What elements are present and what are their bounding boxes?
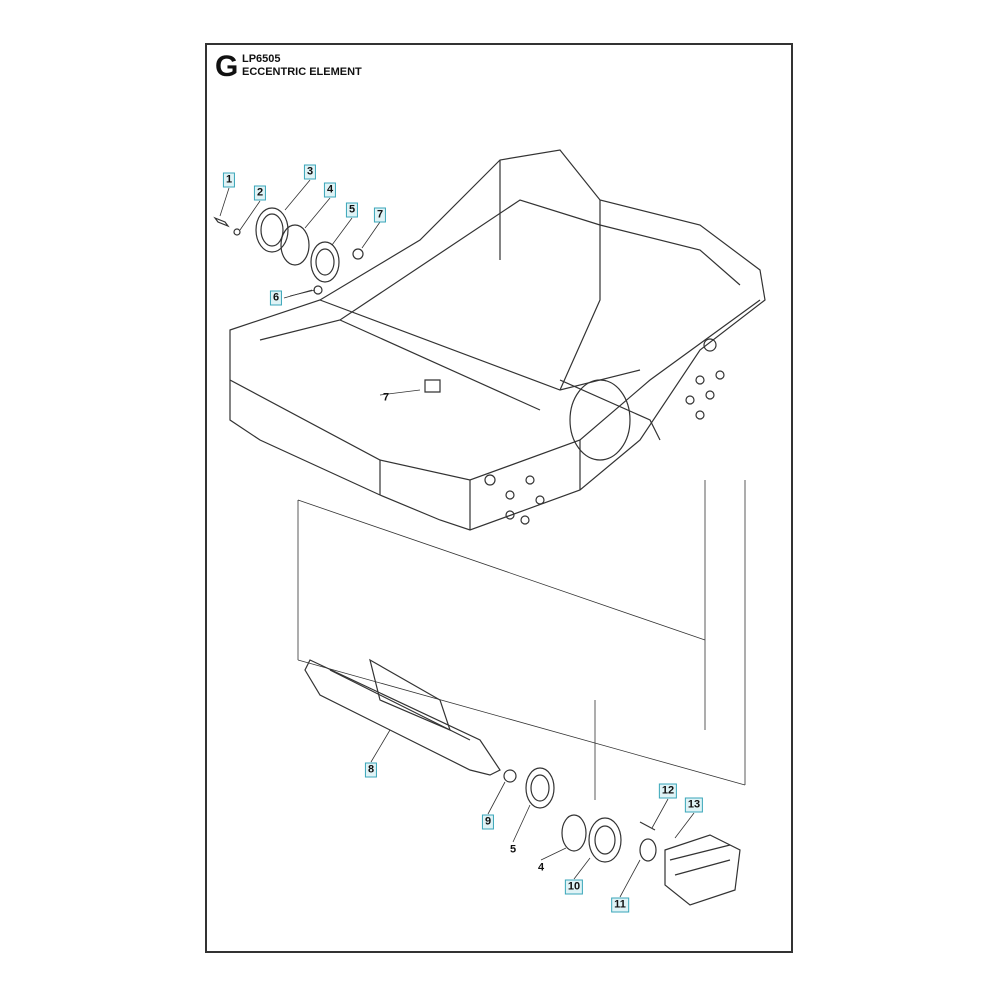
- section-letter: G: [215, 50, 239, 83]
- callout-12[interactable]: 12: [658, 783, 678, 799]
- callout-9[interactable]: 9: [481, 814, 495, 830]
- callout-4[interactable]: 4: [323, 182, 337, 198]
- model-number: LP6505: [242, 53, 281, 65]
- eccentric-shaft: [304, 658, 501, 776]
- callout-5[interactable]: 5: [345, 202, 359, 218]
- bottom-parts: [503, 767, 741, 906]
- projection-lines: [289, 289, 746, 800]
- callout-13[interactable]: 13: [684, 797, 704, 813]
- callout-10[interactable]: 10: [564, 879, 584, 895]
- callout-1[interactable]: 1: [222, 172, 236, 188]
- callout-7-ref: 7: [382, 391, 390, 404]
- callout-11[interactable]: 11: [611, 897, 629, 913]
- top-parts: [213, 207, 441, 393]
- callout-7[interactable]: 7: [373, 207, 387, 223]
- callout-5-ref: 5: [509, 843, 517, 856]
- callout-8[interactable]: 8: [364, 762, 378, 778]
- callout-6[interactable]: 6: [269, 290, 283, 306]
- callout-4-ref: 4: [537, 861, 545, 874]
- diagram-title: ECCENTRIC ELEMENT: [242, 66, 362, 78]
- base-frame: [229, 149, 766, 531]
- callout-3[interactable]: 3: [303, 164, 317, 180]
- leader-lines: [219, 179, 695, 898]
- diagram-frame: [205, 43, 793, 953]
- callout-2[interactable]: 2: [253, 185, 267, 201]
